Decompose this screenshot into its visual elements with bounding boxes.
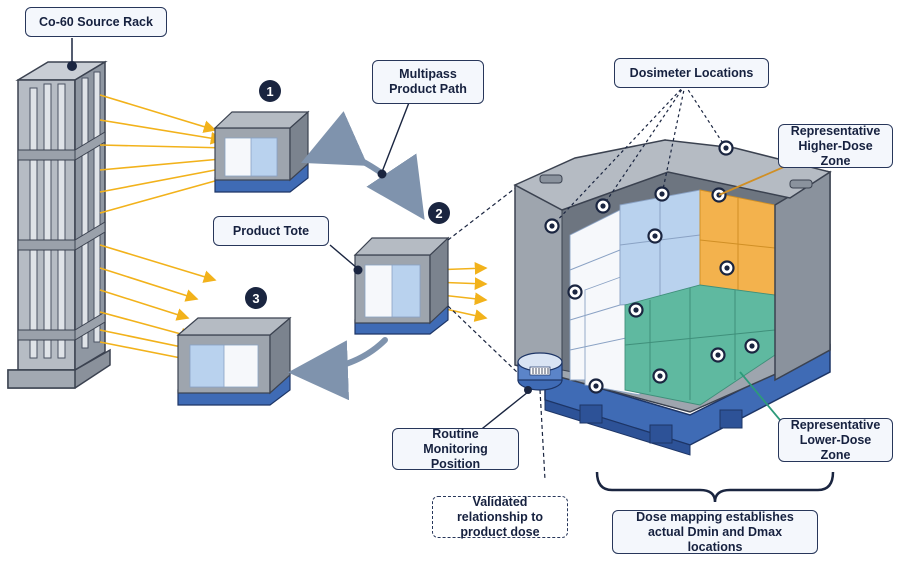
product-tote-leader — [329, 244, 358, 269]
tote-pass-3 — [176, 316, 292, 406]
tote-pass-2 — [353, 236, 450, 335]
dosimeter-leaders — [551, 84, 727, 227]
label-routine-monitoring: Routine Monitoring Position — [392, 427, 519, 471]
multipass-path — [288, 111, 425, 401]
pass-badge-2: 2 — [428, 202, 450, 224]
multipass-leader — [381, 99, 411, 173]
pass-badge-1: 1 — [259, 80, 281, 102]
label-lower-dose-zone: Representative Lower-Dose Zone — [778, 418, 893, 462]
projection-lines — [447, 185, 546, 481]
label-dosimeter-locations: Dosimeter Locations — [614, 58, 769, 88]
routine-monitoring-leader — [477, 391, 529, 433]
source-rack — [7, 60, 111, 389]
radiation-beams — [99, 94, 488, 366]
label-dose-mapping: Dose mapping establishes actual Dmin and… — [612, 510, 818, 554]
label-source-rack: Co-60 Source Rack — [25, 7, 167, 37]
label-higher-dose-zone: Representative Higher-Dose Zone — [778, 124, 893, 168]
large-tote — [513, 139, 832, 456]
pass-badge-3: 3 — [245, 287, 267, 309]
dose-mapping-bracket — [595, 471, 835, 503]
tote-pass-1 — [213, 110, 310, 193]
multipass-leader-dot — [377, 169, 387, 179]
routine-monitoring-dosimeter — [517, 352, 563, 394]
label-multipass-path: Multipass Product Path — [372, 60, 484, 104]
label-validated-relationship: Validated relationship to product dose — [432, 495, 568, 539]
label-product-tote: Product Tote — [213, 216, 329, 246]
